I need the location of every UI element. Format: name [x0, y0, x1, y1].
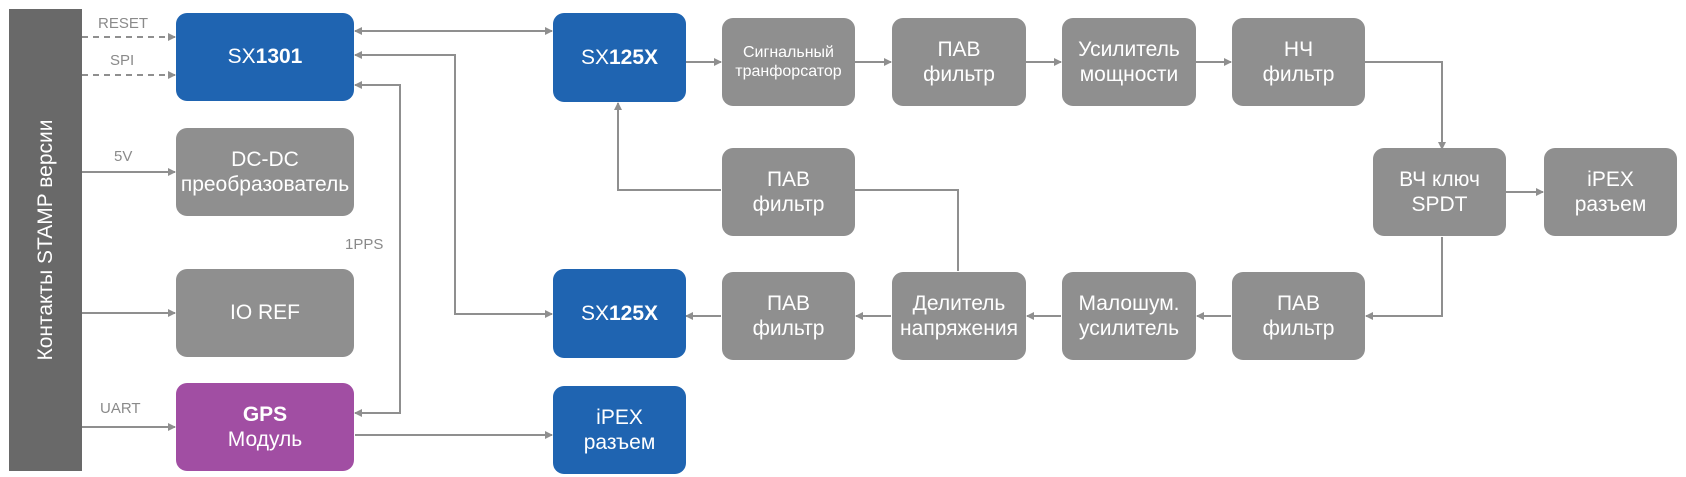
- sx1301-label: SX1301: [227, 45, 303, 69]
- spi-label: SPI: [110, 52, 135, 69]
- saw-rx-line2: фильтр: [752, 317, 825, 340]
- transformer-line2: транфорсатор: [735, 63, 842, 80]
- gps-line1: GPS: [242, 402, 288, 426]
- saw-filter-tx-block: ПАВ фильтр: [892, 18, 1026, 106]
- saw-sx125x-line: [614, 102, 721, 191]
- saw-feedback-line1: ПАВ: [766, 167, 811, 191]
- ipex-gps-line2: разъем: [583, 431, 656, 454]
- pps-line: [354, 81, 401, 417]
- gps-line2: Модуль: [227, 428, 303, 451]
- ipex-rf-connector-block: iPEX разъем: [1544, 148, 1677, 236]
- io-ref-label: IO REF: [229, 301, 300, 325]
- divider-line2: напряжения: [900, 317, 1018, 340]
- power-amplifier-block: Усилитель мощности: [1062, 18, 1196, 106]
- ipex-gps-line1: iPEX: [596, 405, 643, 429]
- 5v-label: 5V: [114, 148, 133, 165]
- rf-switch-line1: ВЧ ключ: [1399, 167, 1480, 191]
- dc-dc-line1: DC-DC: [231, 147, 299, 171]
- lpf-line2: фильтр: [1262, 63, 1335, 86]
- uart-label: UART: [100, 400, 141, 417]
- sx1301-sx125x-rx-line: [354, 51, 553, 318]
- low-pass-filter-block: НЧ фильтр: [1232, 18, 1365, 106]
- lpf-switch-line: [1365, 61, 1446, 150]
- sx125x-tx-block: SX125X: [553, 13, 686, 102]
- ipex-rf-line2: разъем: [1574, 193, 1647, 216]
- rf-switch-spdt-block: ВЧ ключ SPDT: [1373, 148, 1506, 236]
- stamp-contacts-sidebar: Контакты STAMP версии: [9, 9, 82, 471]
- lna-line2: усилитель: [1078, 317, 1180, 340]
- transformer-line1: Сигнальный: [742, 43, 834, 61]
- pps-label: 1PPS: [345, 236, 384, 253]
- sx1301-block: SX1301: [176, 13, 354, 101]
- lpf-line1: НЧ: [1283, 37, 1314, 61]
- reset-label: RESET: [98, 15, 149, 32]
- divider-line1: Делитель: [912, 291, 1006, 315]
- ipex-gps-connector-block: iPEX разъем: [553, 386, 686, 474]
- saw-rx-line1: ПАВ: [766, 291, 811, 315]
- saw-rx-in-line2: фильтр: [1262, 317, 1335, 340]
- sx125x-tx-label: SX125X: [580, 45, 659, 69]
- saw-filter-rx-block: ПАВ фильтр: [722, 272, 855, 360]
- gps-module-block: GPS Модуль: [176, 383, 354, 471]
- saw-rx-in-line1: ПАВ: [1276, 291, 1321, 315]
- divider-saw-line: [855, 189, 959, 271]
- ipex-rf-line1: iPEX: [1587, 167, 1634, 191]
- sidebar-label: Контакты STAMP версии: [33, 119, 57, 361]
- saw-tx-line1: ПАВ: [937, 37, 981, 61]
- switch-saw-line: [1365, 237, 1443, 320]
- saw-filter-feedback-block: ПАВ фильтр: [722, 148, 855, 236]
- power-amp-line2: мощности: [1079, 63, 1179, 86]
- saw-feedback-line2: фильтр: [752, 193, 825, 216]
- signal-transformer-block: Сигнальный транфорсатор: [722, 18, 855, 106]
- sx125x-rx-label: SX125X: [580, 301, 659, 325]
- voltage-divider-block: Делитель напряжения: [892, 272, 1026, 360]
- power-amp-line1: Усилитель: [1078, 37, 1180, 61]
- saw-tx-line2: фильтр: [923, 63, 995, 86]
- saw-filter-rx-input-block: ПАВ фильтр: [1232, 272, 1365, 360]
- low-noise-amplifier-block: Малошум. усилитель: [1062, 272, 1196, 360]
- io-ref-block: IO REF: [176, 269, 354, 357]
- rf-switch-line2: SPDT: [1411, 193, 1468, 216]
- lna-line1: Малошум.: [1078, 291, 1180, 315]
- dc-dc-line2: преобразователь: [180, 173, 350, 196]
- dc-dc-converter-block: DC-DC преобразователь: [176, 128, 354, 216]
- sx125x-rx-block: SX125X: [553, 269, 686, 358]
